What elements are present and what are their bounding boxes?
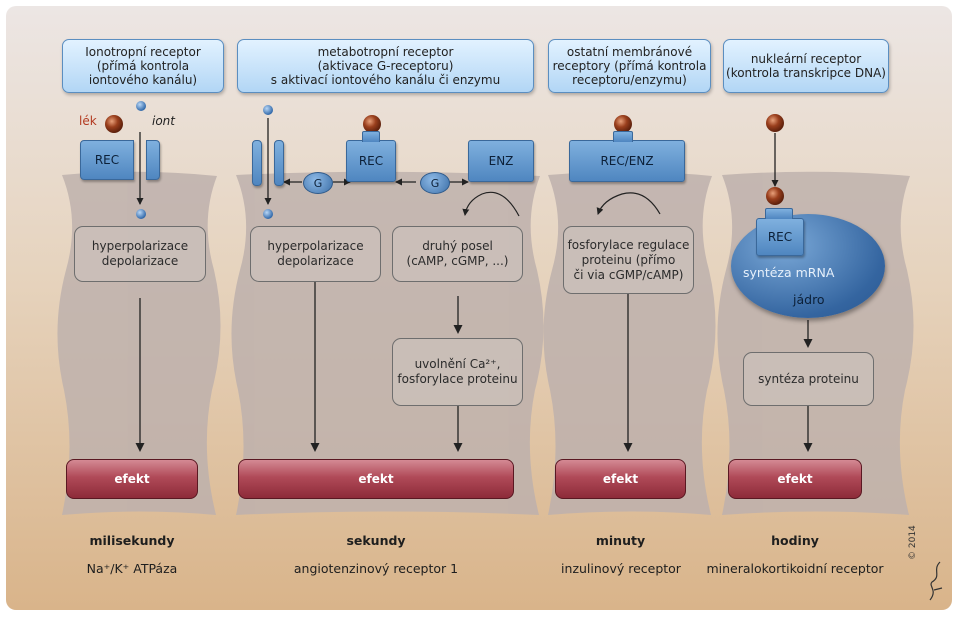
g-protein-icon: G xyxy=(303,172,333,194)
receptor-block-right xyxy=(146,140,160,180)
ion-particle-icon xyxy=(263,105,273,115)
g-protein-icon: G xyxy=(420,172,450,194)
g-protein-receptor: REC xyxy=(346,140,396,182)
drug-label: lék xyxy=(79,114,97,128)
receptor-block-left: REC xyxy=(80,140,134,180)
bound-ligand-icon xyxy=(766,187,784,205)
ligand-icon xyxy=(766,114,784,132)
ligand-icon xyxy=(363,115,381,133)
ion-channel-left xyxy=(252,140,262,186)
process-box-calcium: uvolnění Ca²⁺,fosforylace proteinu xyxy=(392,338,523,406)
time-label-3: minuty xyxy=(595,533,646,548)
effect-bar-2: efekt xyxy=(238,459,514,499)
example-label-3: inzulinový receptor xyxy=(561,561,681,576)
ion-particle-icon xyxy=(136,101,146,111)
ion-channel-right xyxy=(274,140,284,186)
example-label-1: Na⁺/K⁺ ATPáza xyxy=(86,561,178,576)
drug-ligand-icon xyxy=(105,115,123,133)
nucleus-label: jádro xyxy=(793,292,825,307)
receptor-binding-site xyxy=(765,208,793,219)
header-metabotropic: metabotropní receptor(aktivace G-recepto… xyxy=(237,39,534,93)
receptor-enzyme-block: REC/ENZ xyxy=(569,140,685,182)
time-label-1: milisekundy xyxy=(89,533,175,548)
effect-bar-3: efekt xyxy=(555,459,686,499)
nuclear-receptor: REC xyxy=(756,218,804,256)
copyright-label: © 2014 xyxy=(908,525,918,560)
ion-particle-icon xyxy=(136,209,146,219)
signature-icon xyxy=(929,561,943,601)
time-label-4: hodiny xyxy=(771,533,819,548)
example-label-4: mineralokortikoidní receptor xyxy=(706,561,884,576)
effect-bar-4: efekt xyxy=(728,459,862,499)
process-box-protein-synthesis: syntéza proteinu xyxy=(743,352,874,406)
ligand-icon xyxy=(614,115,632,133)
ion-label: iont xyxy=(152,114,175,128)
receptor-binding-site xyxy=(362,131,380,142)
enzyme-curve-arrow xyxy=(462,191,520,217)
header-nuclear: nukleární receptor(kontrola transkripce … xyxy=(723,39,889,93)
rec-enz-curve-arrow xyxy=(596,192,661,215)
mrna-synthesis-label: syntéza mRNA xyxy=(743,265,835,280)
process-box-second-messenger: druhý posel(cAMP, cGMP, ...) xyxy=(392,226,523,282)
receptor-binding-site xyxy=(613,131,633,142)
effect-bar-1: efekt xyxy=(66,459,198,499)
time-label-2: sekundy xyxy=(346,533,406,548)
ion-particle-icon xyxy=(263,209,273,219)
enzyme-block: ENZ xyxy=(468,140,534,182)
example-label-2: angiotenzinový receptor 1 xyxy=(293,561,459,576)
